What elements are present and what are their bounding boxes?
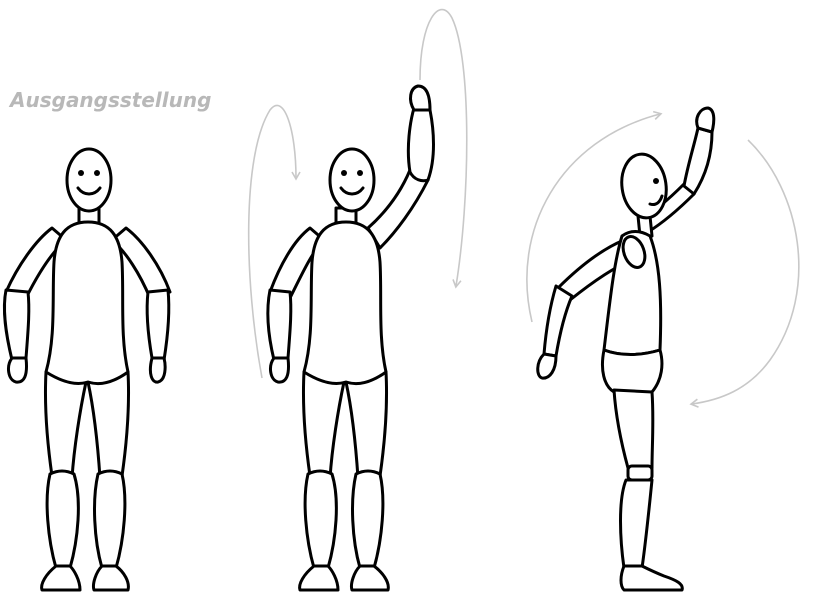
figure-2-left-foot	[300, 566, 338, 590]
figure-2-left-thigh	[303, 372, 344, 478]
figure-3-back-hand	[538, 354, 556, 378]
figure-1-right-hand	[150, 358, 165, 382]
figure-1-torso	[46, 222, 128, 384]
figure-2-left-forearm	[268, 290, 291, 360]
figure-1-right-shin	[95, 471, 125, 568]
figure-3-thigh	[614, 390, 653, 468]
figure-3-front-forearm	[684, 128, 712, 194]
figure-2-left-shin	[305, 471, 336, 568]
figure-3-back-forearm	[544, 286, 572, 356]
figure-2-torso	[304, 222, 386, 384]
figure-3-side-view	[527, 108, 799, 590]
figure-3-front-hand	[697, 108, 714, 132]
figure-3-bottom-arrow	[692, 140, 799, 404]
figure-1-left-forearm	[4, 290, 28, 360]
figure-1-left-thigh	[45, 372, 86, 478]
figure-2-right-eye	[357, 170, 363, 176]
figure-2-head	[330, 149, 374, 211]
figure-3-eye	[653, 178, 659, 184]
figure-1-left-eye	[78, 170, 84, 176]
figure-2-right-foot	[351, 566, 388, 590]
figure-3-foot	[621, 566, 682, 590]
figure-1-left-foot	[42, 566, 80, 590]
figure-2-arm-raised	[249, 10, 467, 590]
figure-3-knee	[628, 466, 652, 480]
figure-2-left-eye	[341, 170, 347, 176]
figure-1-left-shin	[47, 471, 78, 568]
figure-1-head	[67, 149, 111, 211]
figure-1-starting-position	[4, 149, 170, 590]
figure-2-right-forearm	[408, 108, 433, 181]
figure-1-left-hand	[9, 358, 27, 382]
figure-3-hip	[602, 350, 661, 392]
figure-2-right-thigh	[346, 372, 387, 478]
figure-1-right-thigh	[88, 372, 129, 478]
figure-2-right-shin	[353, 471, 383, 568]
figure-1-right-foot	[93, 566, 128, 590]
figure-2-left-hand	[271, 358, 289, 382]
figure-3-shin	[621, 480, 653, 568]
figure-1-right-eye	[94, 170, 100, 176]
figure-1-right-forearm	[147, 290, 169, 360]
figure-2-right-upper-arm	[368, 170, 428, 248]
figure-2-right-hand	[411, 86, 430, 110]
